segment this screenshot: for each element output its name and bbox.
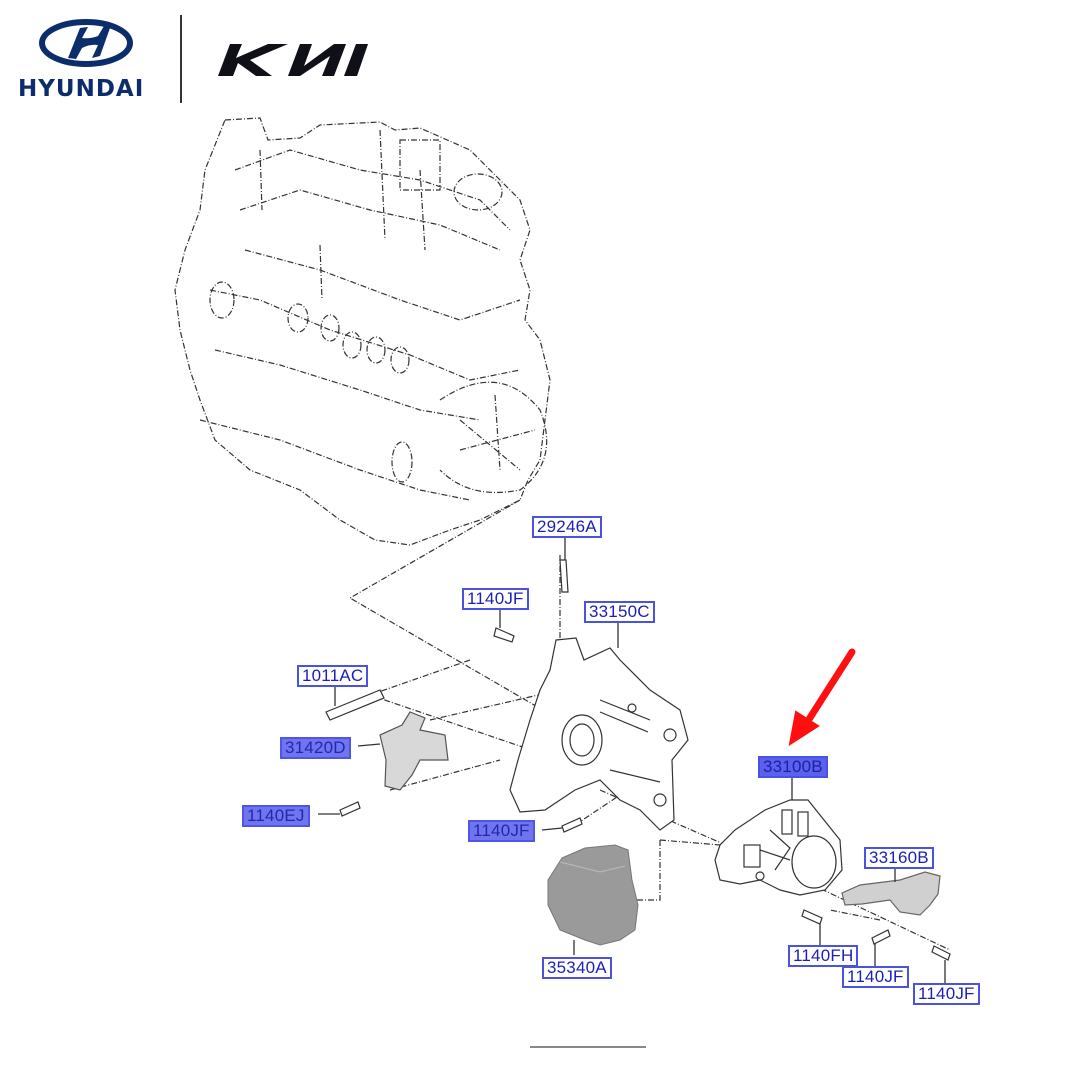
hyundai-wordmark: HYUNDAI: [18, 76, 145, 102]
callout-leaders: [318, 537, 946, 983]
callout-1140jf-bottom-left[interactable]: 1140JF: [842, 966, 909, 988]
bolt-1140jf-br-icon: [931, 945, 951, 961]
stud-29246a-icon: [559, 559, 569, 593]
logo-divider: [180, 15, 182, 103]
callout-1140jf-top[interactable]: 1140JF: [462, 588, 529, 610]
bolts-drawing: [325, 559, 951, 961]
callout-31420d[interactable]: 31420D: [280, 737, 351, 759]
bolt-1140ej-icon: [339, 801, 361, 817]
kia-logo-icon: [218, 44, 368, 76]
callout-1140jf-mid[interactable]: 1140JF: [468, 820, 535, 842]
hyundai-logo-icon: [39, 19, 133, 67]
callout-1140ej[interactable]: 1140EJ: [242, 805, 310, 827]
callout-1011ac[interactable]: 1011AC: [297, 665, 369, 687]
fuel-pump-33100b-drawing: [714, 799, 843, 896]
highlight-arrow-icon: [788, 648, 856, 747]
bolt-1140jf-mid-icon: [561, 817, 583, 833]
bolt-1140jf-bl-icon: [871, 929, 891, 945]
callout-33100b[interactable]: 33100B: [758, 756, 828, 778]
bracket-33150c-drawing: [509, 637, 689, 831]
callout-29246a[interactable]: 29246A: [532, 516, 602, 538]
callout-33150c[interactable]: 33150C: [584, 601, 655, 623]
bottom-divider: [530, 1046, 646, 1048]
callout-35340a[interactable]: 35340A: [542, 957, 612, 979]
cover-35340a-drawing: [547, 844, 639, 946]
bolt-1140fh-icon: [801, 909, 823, 925]
bolt-1140jf-top-icon: [493, 627, 515, 643]
sensor-31420d-drawing: [379, 711, 449, 791]
callout-1140fh[interactable]: 1140FH: [788, 945, 859, 967]
support-bracket-33160b-drawing: [841, 871, 941, 916]
callout-1140jf-bottom-right[interactable]: 1140JF: [913, 983, 980, 1005]
bolt-1011ac-icon: [325, 689, 385, 721]
engine-block-drawing: [174, 117, 551, 546]
callout-33160b[interactable]: 33160B: [864, 847, 934, 869]
